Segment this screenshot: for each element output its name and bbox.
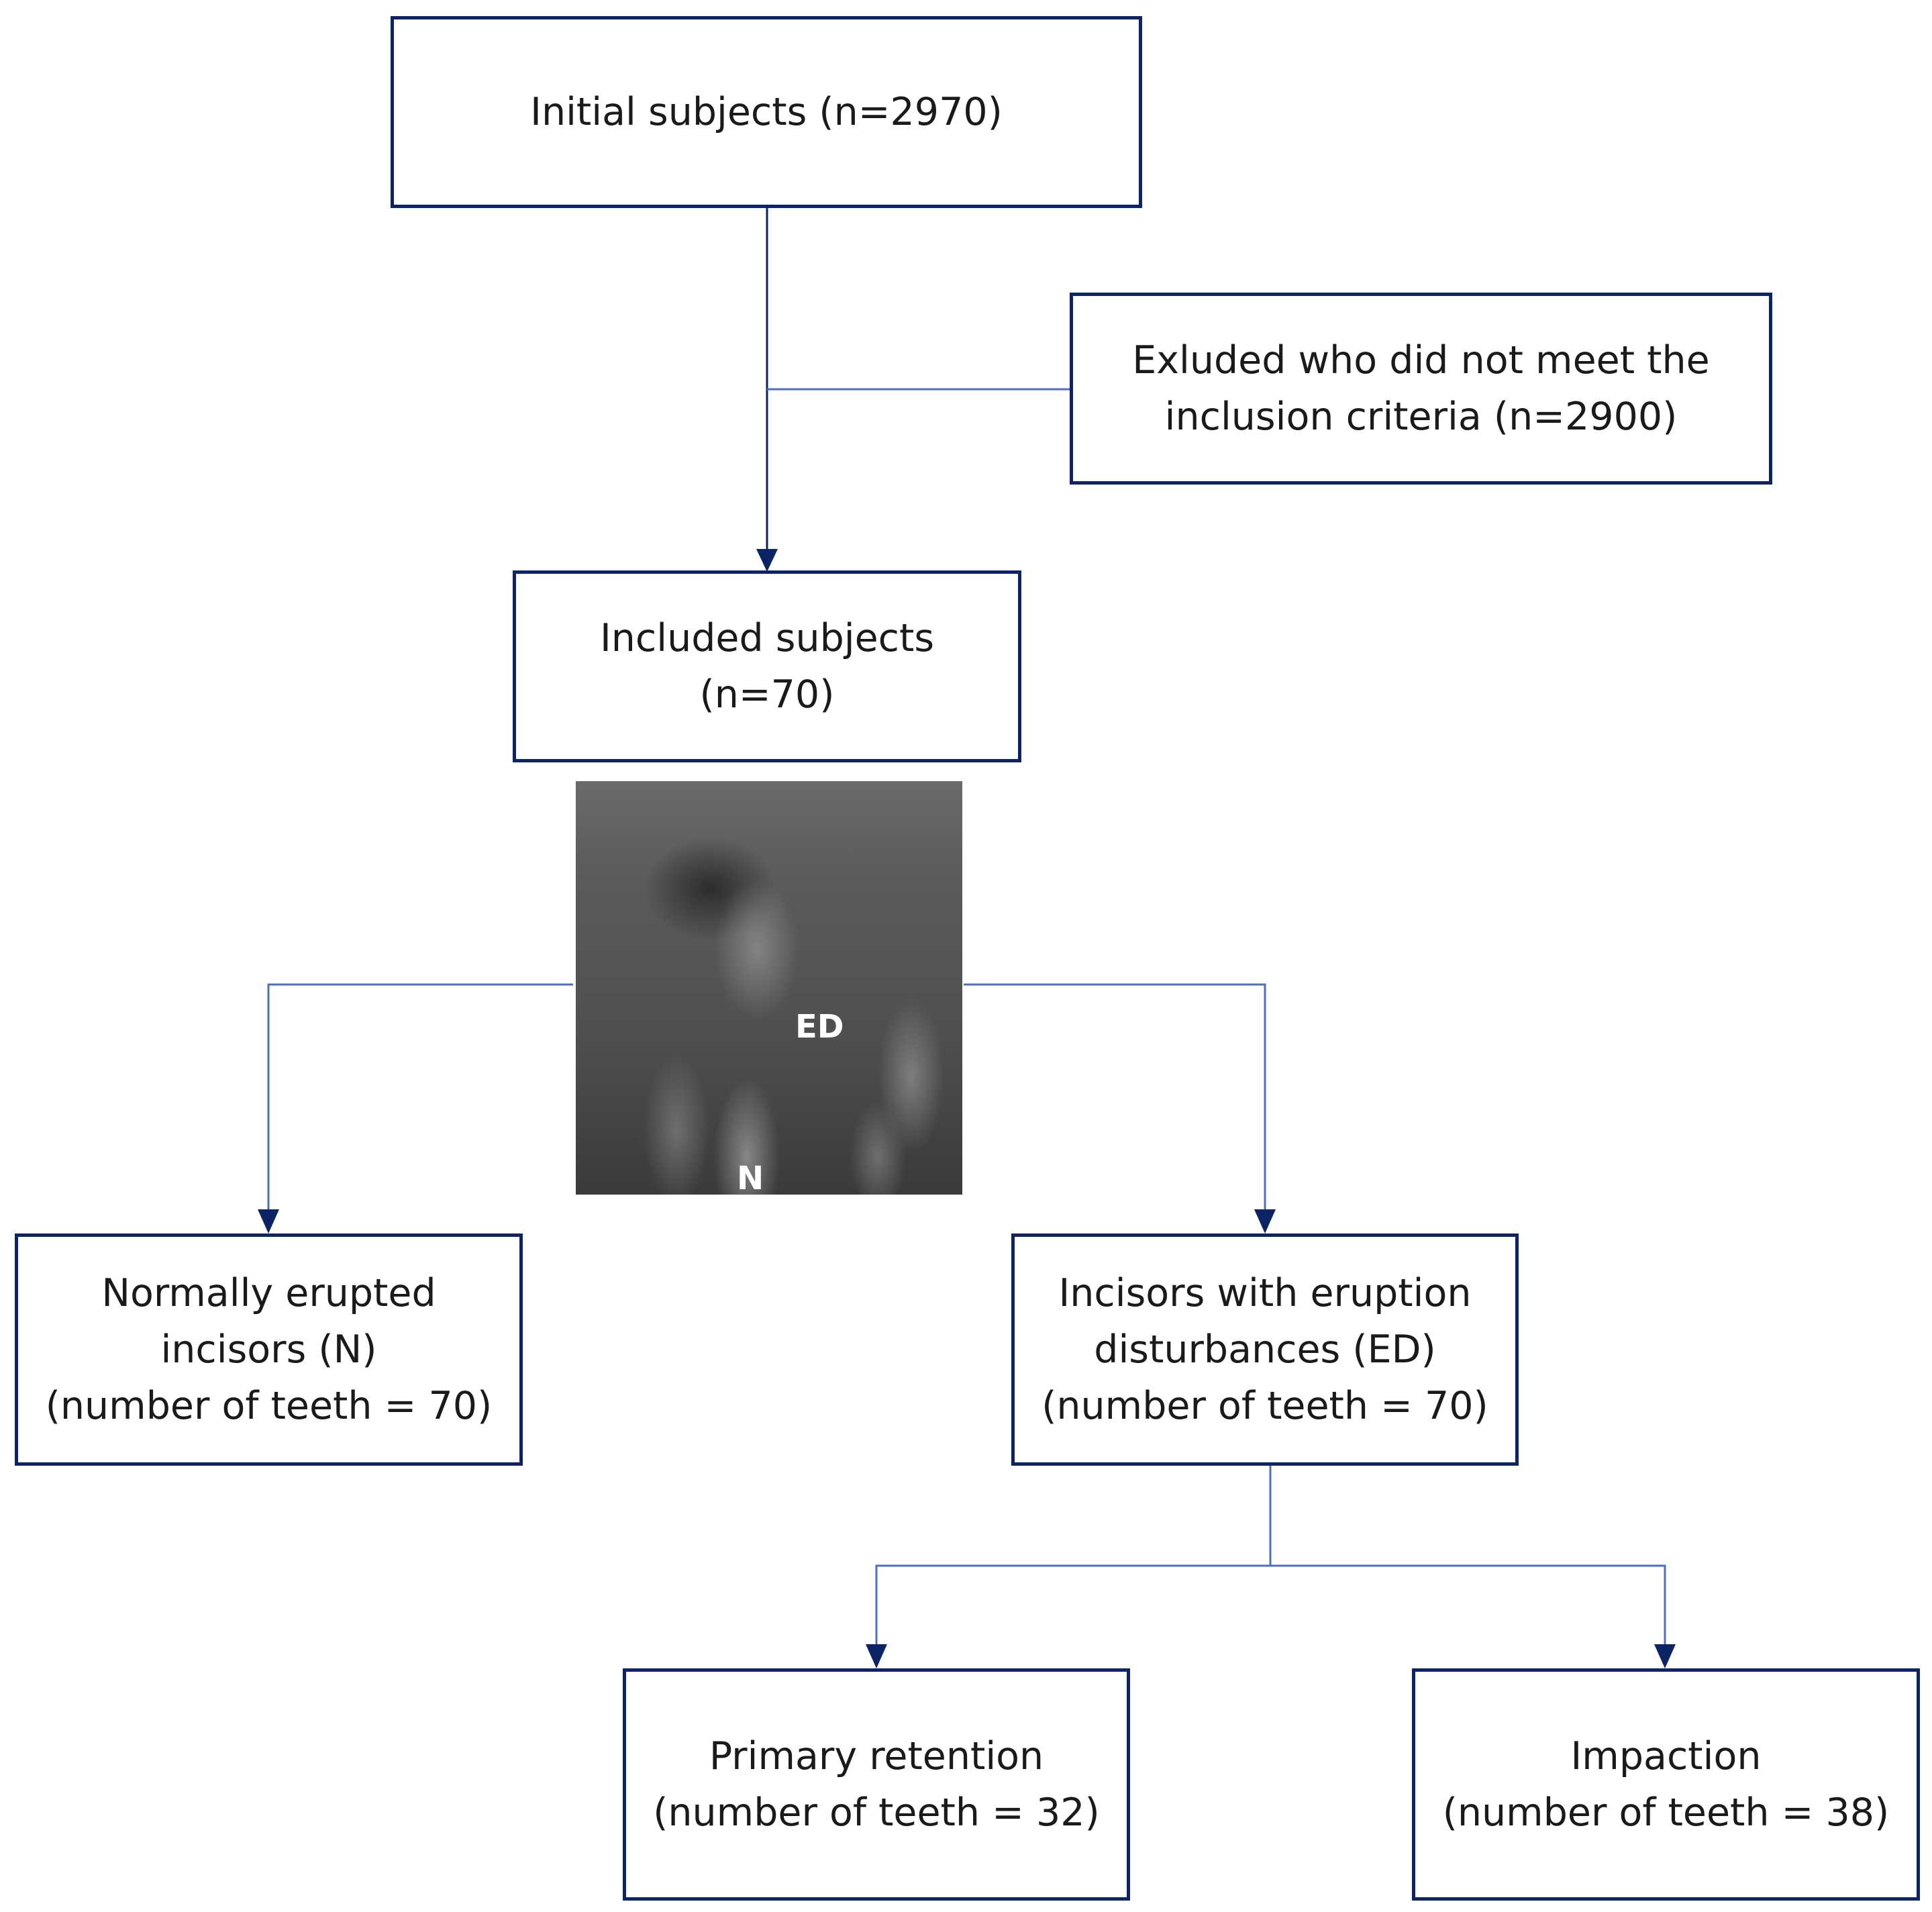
normally-erupted-box: Normally erupted incisors (N) (number of…	[15, 1234, 523, 1466]
normal-line-3: (number of teeth = 70)	[45, 1384, 493, 1428]
arrowhead-impaction	[1654, 1644, 1676, 1668]
xray-label-ed: ED	[795, 1008, 844, 1046]
connector-xray-to-normal	[267, 983, 573, 1216]
primary-retention-box: Primary retention (number of teeth = 32)	[623, 1668, 1130, 1901]
dental-xray-image: ED N	[576, 781, 962, 1195]
disturbed-line-2: disturbances (ED)	[1094, 1327, 1436, 1372]
arrowhead-normal	[258, 1209, 279, 1234]
arrowhead-included	[756, 549, 778, 572]
eruption-disturbances-box: Incisors with eruption disturbances (ED)…	[1011, 1234, 1519, 1466]
initial-subjects-box: Initial subjects (n=2970)	[391, 16, 1142, 208]
included-line-2: (n=70)	[699, 672, 835, 717]
arrowhead-disturbed	[1254, 1209, 1276, 1234]
excluded-line-2: inclusion criteria (n=2900)	[1164, 395, 1678, 439]
normal-line-2: incisors (N)	[160, 1327, 377, 1372]
retention-line-1: Primary retention	[709, 1734, 1044, 1778]
impaction-line-2: (number of teeth = 38)	[1442, 1791, 1890, 1835]
retention-line-2: (number of teeth = 32)	[653, 1791, 1100, 1835]
excluded-line-1: Exluded who did not meet the	[1132, 338, 1710, 383]
connector-xray-to-disturbed	[964, 983, 1266, 1216]
included-subjects-box: Included subjects (n=70)	[513, 570, 1021, 762]
xray-label-n: N	[737, 1160, 764, 1195]
normal-line-1: Normally erupted	[101, 1271, 436, 1315]
connector-to-retention	[875, 1564, 1270, 1651]
included-line-1: Included subjects	[599, 616, 935, 660]
impaction-line-1: Impaction	[1570, 1734, 1762, 1778]
arrowhead-retention	[866, 1644, 887, 1668]
connector-to-impaction	[1270, 1564, 1666, 1651]
excluded-subjects-box: Exluded who did not meet the inclusion c…	[1070, 293, 1772, 485]
disturbed-line-3: (number of teeth = 70)	[1041, 1384, 1488, 1428]
impaction-box: Impaction (number of teeth = 38)	[1412, 1668, 1920, 1901]
initial-subjects-text: Initial subjects (n=2970)	[530, 90, 1003, 134]
disturbed-line-1: Incisors with eruption	[1058, 1271, 1472, 1315]
